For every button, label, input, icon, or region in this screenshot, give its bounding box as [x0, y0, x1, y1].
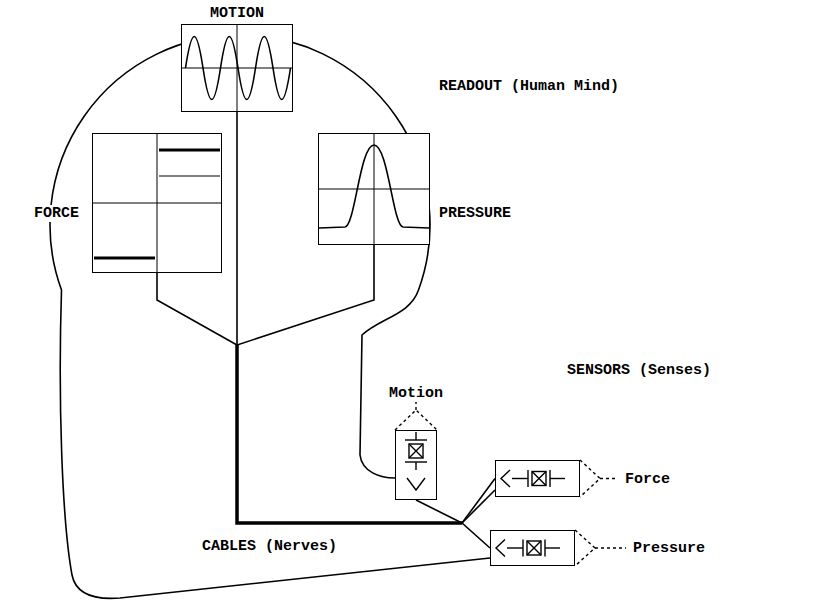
sensor-symbol — [545, 547, 560, 548]
cable-strand — [462, 490, 495, 523]
sensor-symbol — [415, 462, 416, 470]
sensor-symbol — [527, 470, 528, 487]
sensor-symbol — [512, 478, 528, 479]
sensor-symbol — [407, 478, 425, 490]
sensor-symbol — [501, 470, 510, 487]
cable-line — [157, 273, 495, 523]
sensor-symbol — [507, 547, 523, 548]
pressure-sensor: Pressure — [490, 530, 575, 566]
force-trace — [159, 175, 220, 176]
sensor-tip — [580, 460, 600, 497]
leader-line — [415, 402, 416, 410]
grid-line — [318, 189, 430, 190]
sensor-symbol — [550, 478, 565, 479]
sensor-symbol — [527, 541, 541, 555]
cable-trunk — [237, 345, 462, 523]
sensor-symbol — [532, 472, 546, 486]
sensor-label: Pressure — [631, 540, 707, 557]
motion-display: MOTION — [181, 24, 293, 112]
face-outline — [360, 290, 419, 478]
sensor-tip — [575, 530, 595, 566]
cable-line — [237, 245, 490, 548]
sensor-symbol — [409, 444, 423, 458]
sensor-symbol — [415, 432, 416, 440]
leader-line — [600, 478, 618, 479]
force-trace — [159, 149, 220, 152]
motion-sensor: Motion — [395, 430, 437, 500]
sine-trace — [186, 37, 291, 100]
screen-fill — [92, 133, 222, 273]
neck-outline — [60, 290, 490, 598]
sensor-symbol — [527, 541, 541, 555]
pulse-trace — [319, 145, 429, 228]
force-display: FORCE — [92, 133, 222, 273]
grid-line — [92, 203, 222, 204]
display-title: FORCE — [32, 205, 81, 222]
sensors-label: SENSORS (Senses) — [565, 362, 713, 379]
cable-line — [237, 112, 462, 523]
cables-label: CABLES (Nerves) — [200, 538, 339, 555]
sensor-symbol — [405, 439, 427, 440]
sensor-symbol — [409, 444, 423, 458]
sensor-tip — [395, 410, 437, 430]
screen-fill — [181, 24, 293, 112]
screen-fill — [318, 133, 430, 245]
grid-line — [181, 68, 293, 69]
sensor-symbol — [532, 472, 546, 486]
force-trace — [94, 257, 155, 260]
sensor-symbol — [522, 540, 523, 557]
pressure-display: PRESSURE — [318, 133, 430, 245]
sensor-label: Force — [623, 470, 672, 487]
display-title: MOTION — [208, 5, 266, 22]
force-sensor: Force — [495, 460, 580, 497]
leader-line — [595, 547, 626, 548]
display-title: PRESSURE — [437, 205, 513, 222]
readout-label: READOUT (Human Mind) — [437, 78, 621, 95]
sensor-label: Motion — [387, 385, 445, 402]
sensor-symbol — [496, 540, 505, 557]
